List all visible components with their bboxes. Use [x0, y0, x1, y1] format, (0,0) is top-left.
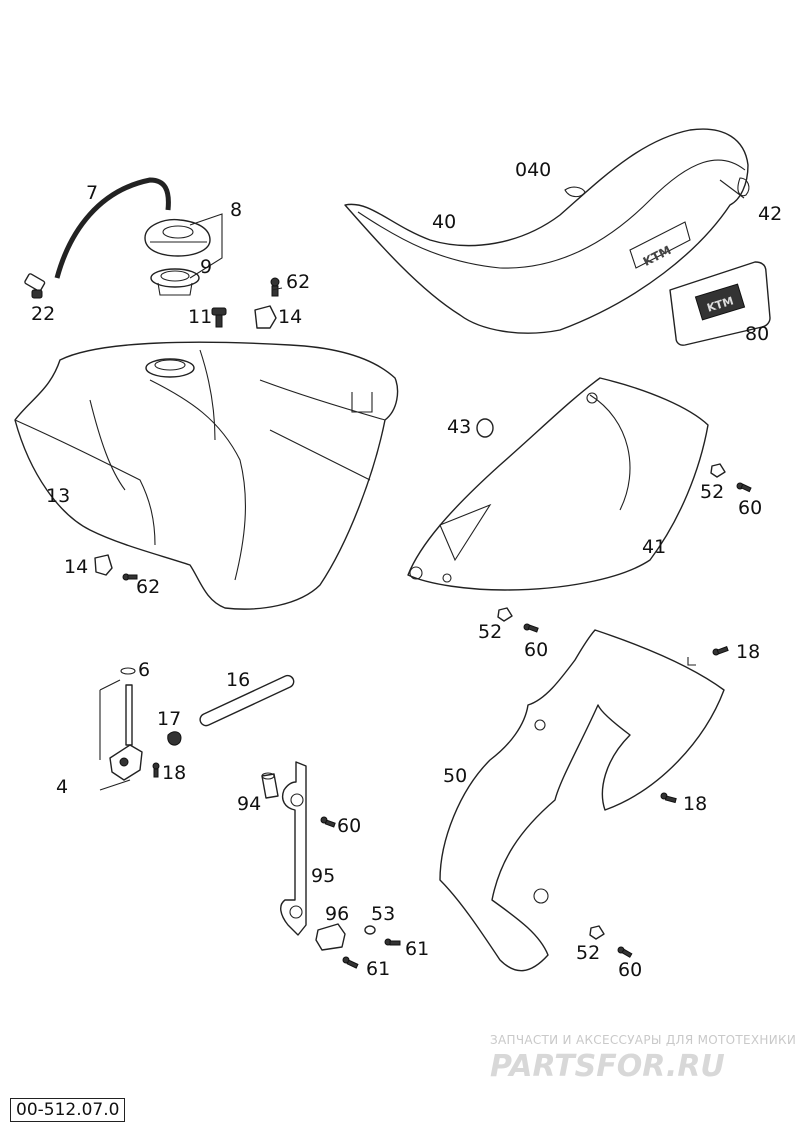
- callout-96: 96: [325, 903, 349, 925]
- screw-61-a: [384, 938, 401, 946]
- callout-18a: 18: [736, 641, 760, 663]
- callout-62a: 62: [286, 271, 310, 293]
- watermark-brand: PARTSFOR.RU: [490, 1049, 725, 1084]
- screw-61-b: [342, 956, 359, 969]
- callout-52b: 52: [478, 621, 502, 643]
- callout-60a: 60: [738, 497, 762, 519]
- spacer-94: [261, 772, 279, 799]
- cap-seal: [150, 268, 200, 296]
- callout-80: 80: [745, 323, 769, 345]
- callout-61b: 61: [366, 958, 390, 980]
- callout-17: 17: [157, 708, 181, 730]
- callout-13: 13: [46, 485, 70, 507]
- screw-18-tap: [152, 762, 160, 778]
- callout-95: 95: [311, 865, 335, 887]
- callout-60b: 60: [524, 639, 548, 661]
- callout-4: 4: [56, 776, 68, 798]
- bushing-43: [476, 418, 494, 438]
- screw-60-c: [320, 816, 336, 828]
- diagram-code: 00-512.07.0: [10, 1098, 126, 1122]
- fuel-tank: [14, 341, 399, 610]
- screw-60-b: [523, 623, 539, 633]
- callout-94: 94: [237, 793, 261, 815]
- screw-18-c: [660, 792, 677, 804]
- side-panel: [407, 377, 709, 591]
- rubber-mount-96: [315, 923, 346, 951]
- rear-side-cover: [439, 629, 725, 972]
- hose-fitting: [24, 273, 46, 299]
- callout-40: 40: [432, 211, 456, 233]
- screw-62-mid: [122, 573, 138, 581]
- callout-040: 040: [515, 159, 551, 181]
- watermark-tagline: ЗАПЧАСТИ И АКСЕССУАРЫ ДЛЯ МОТОТЕХНИКИ: [490, 1033, 796, 1047]
- fuel-hose: [199, 674, 295, 727]
- callout-52a: 52: [700, 481, 724, 503]
- callout-42: 42: [758, 203, 782, 225]
- seat: KTM: [344, 128, 750, 334]
- callout-52c: 52: [576, 942, 600, 964]
- bolt-11: [211, 307, 227, 328]
- callout-43: 43: [447, 416, 471, 438]
- watermark: ЗАПЧАСТИ И АКСЕССУАРЫ ДЛЯ МОТОТЕХНИКИ PA…: [490, 1033, 796, 1084]
- o-ring: [120, 667, 136, 675]
- callout-8: 8: [230, 199, 242, 221]
- callout-14b: 14: [64, 556, 88, 578]
- callout-labels: 7 8 9 22 62 11 14 040 40 42 80 13 43 52 …: [31, 159, 782, 981]
- fuel-cap: [144, 218, 211, 257]
- screw-60-d: [617, 946, 633, 958]
- nut-52-a: [710, 463, 726, 478]
- callout-16: 16: [226, 669, 250, 691]
- fuel-tap: [99, 679, 143, 781]
- callout-60c: 60: [337, 815, 361, 837]
- callout-50: 50: [443, 765, 467, 787]
- callout-61a: 61: [405, 938, 429, 960]
- leader-lines: [99, 179, 745, 791]
- washer-53: [364, 925, 376, 935]
- ktm-sticker: KTM: [669, 261, 771, 346]
- mounting-bracket: [280, 761, 307, 936]
- breather-hose: [54, 177, 171, 279]
- callout-11: 11: [188, 306, 212, 328]
- callout-6: 6: [138, 659, 150, 681]
- bushing-14-mid: [94, 554, 113, 576]
- callout-62b: 62: [136, 576, 160, 598]
- callout-7: 7: [86, 182, 98, 204]
- callout-41: 41: [642, 536, 666, 558]
- nut-52-b: [497, 607, 513, 622]
- hose-clip: [167, 731, 182, 746]
- callout-9: 9: [200, 256, 212, 278]
- screw-62-top: [270, 277, 280, 297]
- screw-60-a: [736, 482, 752, 493]
- screw-18-a: [712, 646, 729, 656]
- callout-60d: 60: [618, 959, 642, 981]
- callout-18b: 18: [162, 762, 186, 784]
- callout-18c: 18: [683, 793, 707, 815]
- callout-14a: 14: [278, 306, 302, 328]
- callout-53: 53: [371, 903, 395, 925]
- callout-22: 22: [31, 303, 55, 325]
- bushing-14-top: [254, 305, 277, 329]
- nut-52-c: [589, 925, 605, 940]
